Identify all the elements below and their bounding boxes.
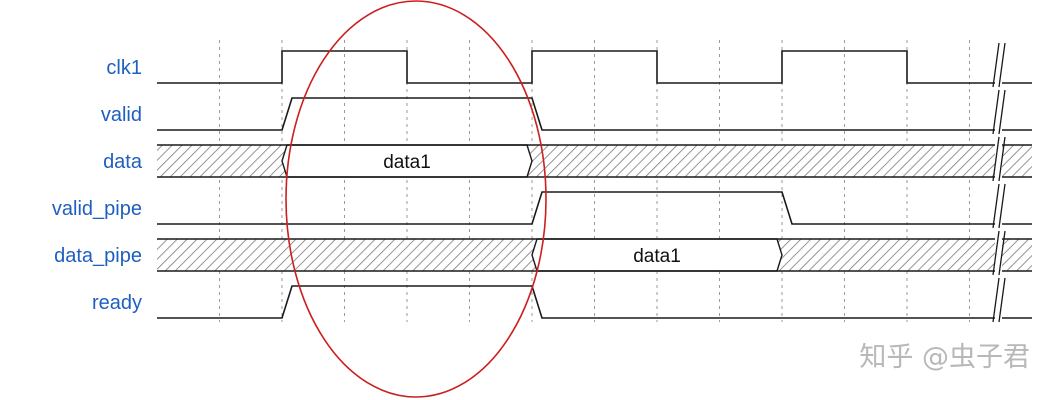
break-marks xyxy=(992,42,1006,324)
break-mark xyxy=(992,89,1000,135)
break-mark xyxy=(998,136,1006,182)
bus-value-label: data1 xyxy=(383,152,431,173)
break-mark xyxy=(998,277,1006,323)
break-mark-gap xyxy=(995,137,1002,183)
break-mark xyxy=(992,230,1000,276)
watermark-text: 知乎 @虫子君 xyxy=(859,342,1030,373)
break-mark xyxy=(992,42,1000,88)
break-mark-gap xyxy=(995,278,1002,324)
break-mark xyxy=(998,183,1006,229)
signal-label-clk1: clk1 xyxy=(106,57,142,79)
break-mark-gap xyxy=(995,90,1002,136)
bus-value-label: data1 xyxy=(633,246,681,267)
waveforms: data1 data1 xyxy=(157,50,1032,319)
break-mark xyxy=(998,42,1006,88)
signal-label-ready: ready xyxy=(92,292,142,314)
signal-label-data: data xyxy=(103,151,143,173)
waveform-valid-pipe xyxy=(157,191,1032,225)
break-mark-gap xyxy=(995,231,1002,277)
signal-label-valid-pipe: valid_pipe xyxy=(52,198,142,220)
waveform-clk1 xyxy=(157,50,1032,84)
break-mark-gap xyxy=(995,43,1002,89)
break-mark xyxy=(998,230,1006,276)
highlight-ellipse xyxy=(285,0,547,398)
break-mark xyxy=(992,136,1000,182)
break-mark xyxy=(992,183,1000,229)
grid-lines xyxy=(219,40,970,322)
break-mark xyxy=(998,89,1006,135)
waveform-valid xyxy=(157,97,1032,131)
break-mark-gap xyxy=(995,184,1002,230)
signal-label-data-pipe: data_pipe xyxy=(54,245,142,267)
waveform-ready xyxy=(157,285,1032,319)
signal-label-valid: valid xyxy=(101,104,142,126)
break-mark xyxy=(992,277,1000,323)
